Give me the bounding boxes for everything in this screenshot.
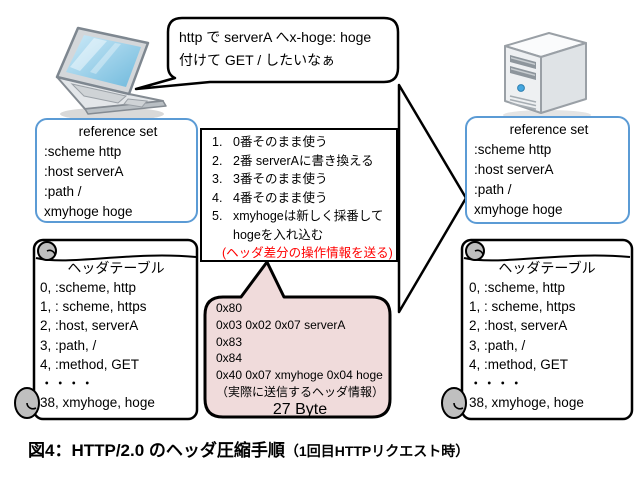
header-table-row: 0, :scheme, http: [469, 280, 566, 295]
operation-text: 0番そのまま使う: [233, 135, 328, 149]
figure-caption-main: 図4：HTTP/2.0 のヘッダ圧縮手順: [28, 441, 285, 460]
header-table-right-title: ヘッダテーブル: [498, 260, 596, 276]
client-request-bubble-shape: [134, 16, 400, 91]
wire-data-line: 0x83: [216, 334, 243, 349]
header-table-row: 0, :scheme, http: [40, 280, 137, 295]
transmission-arrow: [397, 83, 468, 314]
header-table-row: 4, :method, GET: [40, 356, 140, 372]
operations-note: (ヘッダ差分の操作情報を送る): [222, 246, 393, 260]
header-table-row: 38, xmyhoge, hoge: [40, 395, 155, 411]
operation-item: 5. xmyhogeは新しく採番してhogeを入れ込む: [212, 207, 392, 244]
operation-text: 2番 serverAに書き換える: [233, 153, 374, 168]
reference-set-box-left: reference set :scheme http :host serverA…: [35, 118, 198, 223]
operation-item: 2. 2番 serverAに書き換える: [212, 152, 392, 171]
header-table-left-rows: 0, :scheme, http 1, : scheme, https 2, :…: [40, 278, 155, 412]
reference-set-box-right: reference set :scheme http :host serverA…: [465, 116, 630, 224]
header-table-scroll-right: [441, 238, 634, 421]
client-request-bubble: http で serverA へx-hoge: hoge 付けて GET / し…: [179, 26, 393, 72]
operation-text: 3番そのまま使う: [233, 172, 328, 186]
wire-data-callout-shape: [203, 260, 392, 419]
header-table-row: 2, :host, serverA: [469, 318, 568, 334]
wire-data-callout: 0x80 0x03 0x02 0x07 serverA 0x83 0x84 0x…: [216, 300, 384, 419]
reference-set-right-entry: xmyhoge hoge: [474, 202, 563, 217]
wire-data-size: 27 Byte: [272, 400, 328, 418]
header-table-row: ・・・・: [469, 376, 523, 392]
operation-text: 4番そのまま使う: [233, 190, 328, 205]
header-table-row: 4, :method, GET: [469, 356, 569, 372]
operation-item: 4. 4番そのまま使う: [212, 189, 392, 208]
wire-data-line: 0x03 0x02 0x07 serverA: [216, 317, 346, 332]
reference-set-right-title: reference set: [509, 122, 589, 137]
reference-set-left-entry: :scheme http: [44, 144, 122, 159]
reference-set-left-title: reference set: [78, 124, 158, 139]
figure-caption: 図4：HTTP/2.0 のヘッダ圧縮手順（1回目HTTPリクエスト時）: [28, 436, 628, 461]
reference-set-left-entry: xmyhoge hoge: [44, 204, 133, 219]
client-request-line2: 付けて GET / したいなぁ: [179, 52, 336, 68]
header-table-row: 38, xmyhoge, hoge: [469, 395, 584, 411]
wire-data-line: 0x40 0x07 xmyhoge 0x04 hoge: [216, 368, 383, 383]
client-request-line1: http で serverA へx-hoge: hoge: [179, 29, 372, 45]
reference-set-right-entry: :scheme http: [474, 142, 552, 157]
header-table-right-rows: 0, :scheme, http 1, : scheme, https 2, :…: [469, 278, 584, 412]
operation-text: xmyhogeは新しく採番してhogeを入れ込む: [233, 209, 384, 242]
wire-data-note: （実際に送信するヘッダ情報）: [216, 384, 385, 399]
reference-set-right-entry: :path /: [474, 182, 512, 197]
operation-number: 4.: [212, 190, 223, 205]
reference-set-left-entry: :path /: [44, 184, 82, 199]
header-table-row: 1, : scheme, https: [40, 299, 147, 315]
operation-item: 3. 3番そのまま使う: [212, 170, 392, 189]
operation-item: 1. 0番そのまま使う: [212, 133, 392, 152]
figure-caption-sub: （1回目HTTPリクエスト時）: [284, 443, 470, 459]
header-table-row: 3, :path, /: [469, 337, 526, 353]
header-table-row: 3, :path, /: [40, 337, 97, 353]
operation-number: 1.: [212, 135, 223, 149]
wire-data-line: 0x84: [216, 351, 243, 366]
header-table-row: ・・・・: [40, 376, 94, 392]
laptop-icon: [55, 26, 167, 121]
operation-number: 5.: [212, 209, 223, 223]
operation-number: 3.: [212, 172, 223, 186]
operation-number: 2.: [212, 153, 223, 168]
header-table-scroll-left: [14, 238, 199, 421]
reference-set-left-entry: :host serverA: [44, 164, 124, 179]
header-table-row: 2, :host, serverA: [40, 318, 139, 334]
server-icon: [503, 32, 591, 120]
reference-set-right-entry: :host serverA: [474, 162, 554, 177]
wire-data-line: 0x80: [216, 301, 243, 315]
header-table-row: 1, : scheme, https: [469, 299, 576, 315]
operations-list-box: 1. 0番そのまま使う 2. 2番 serverAに書き換える 3. 3番そのま…: [200, 128, 398, 262]
header-table-left-title: ヘッダテーブル: [67, 260, 165, 276]
